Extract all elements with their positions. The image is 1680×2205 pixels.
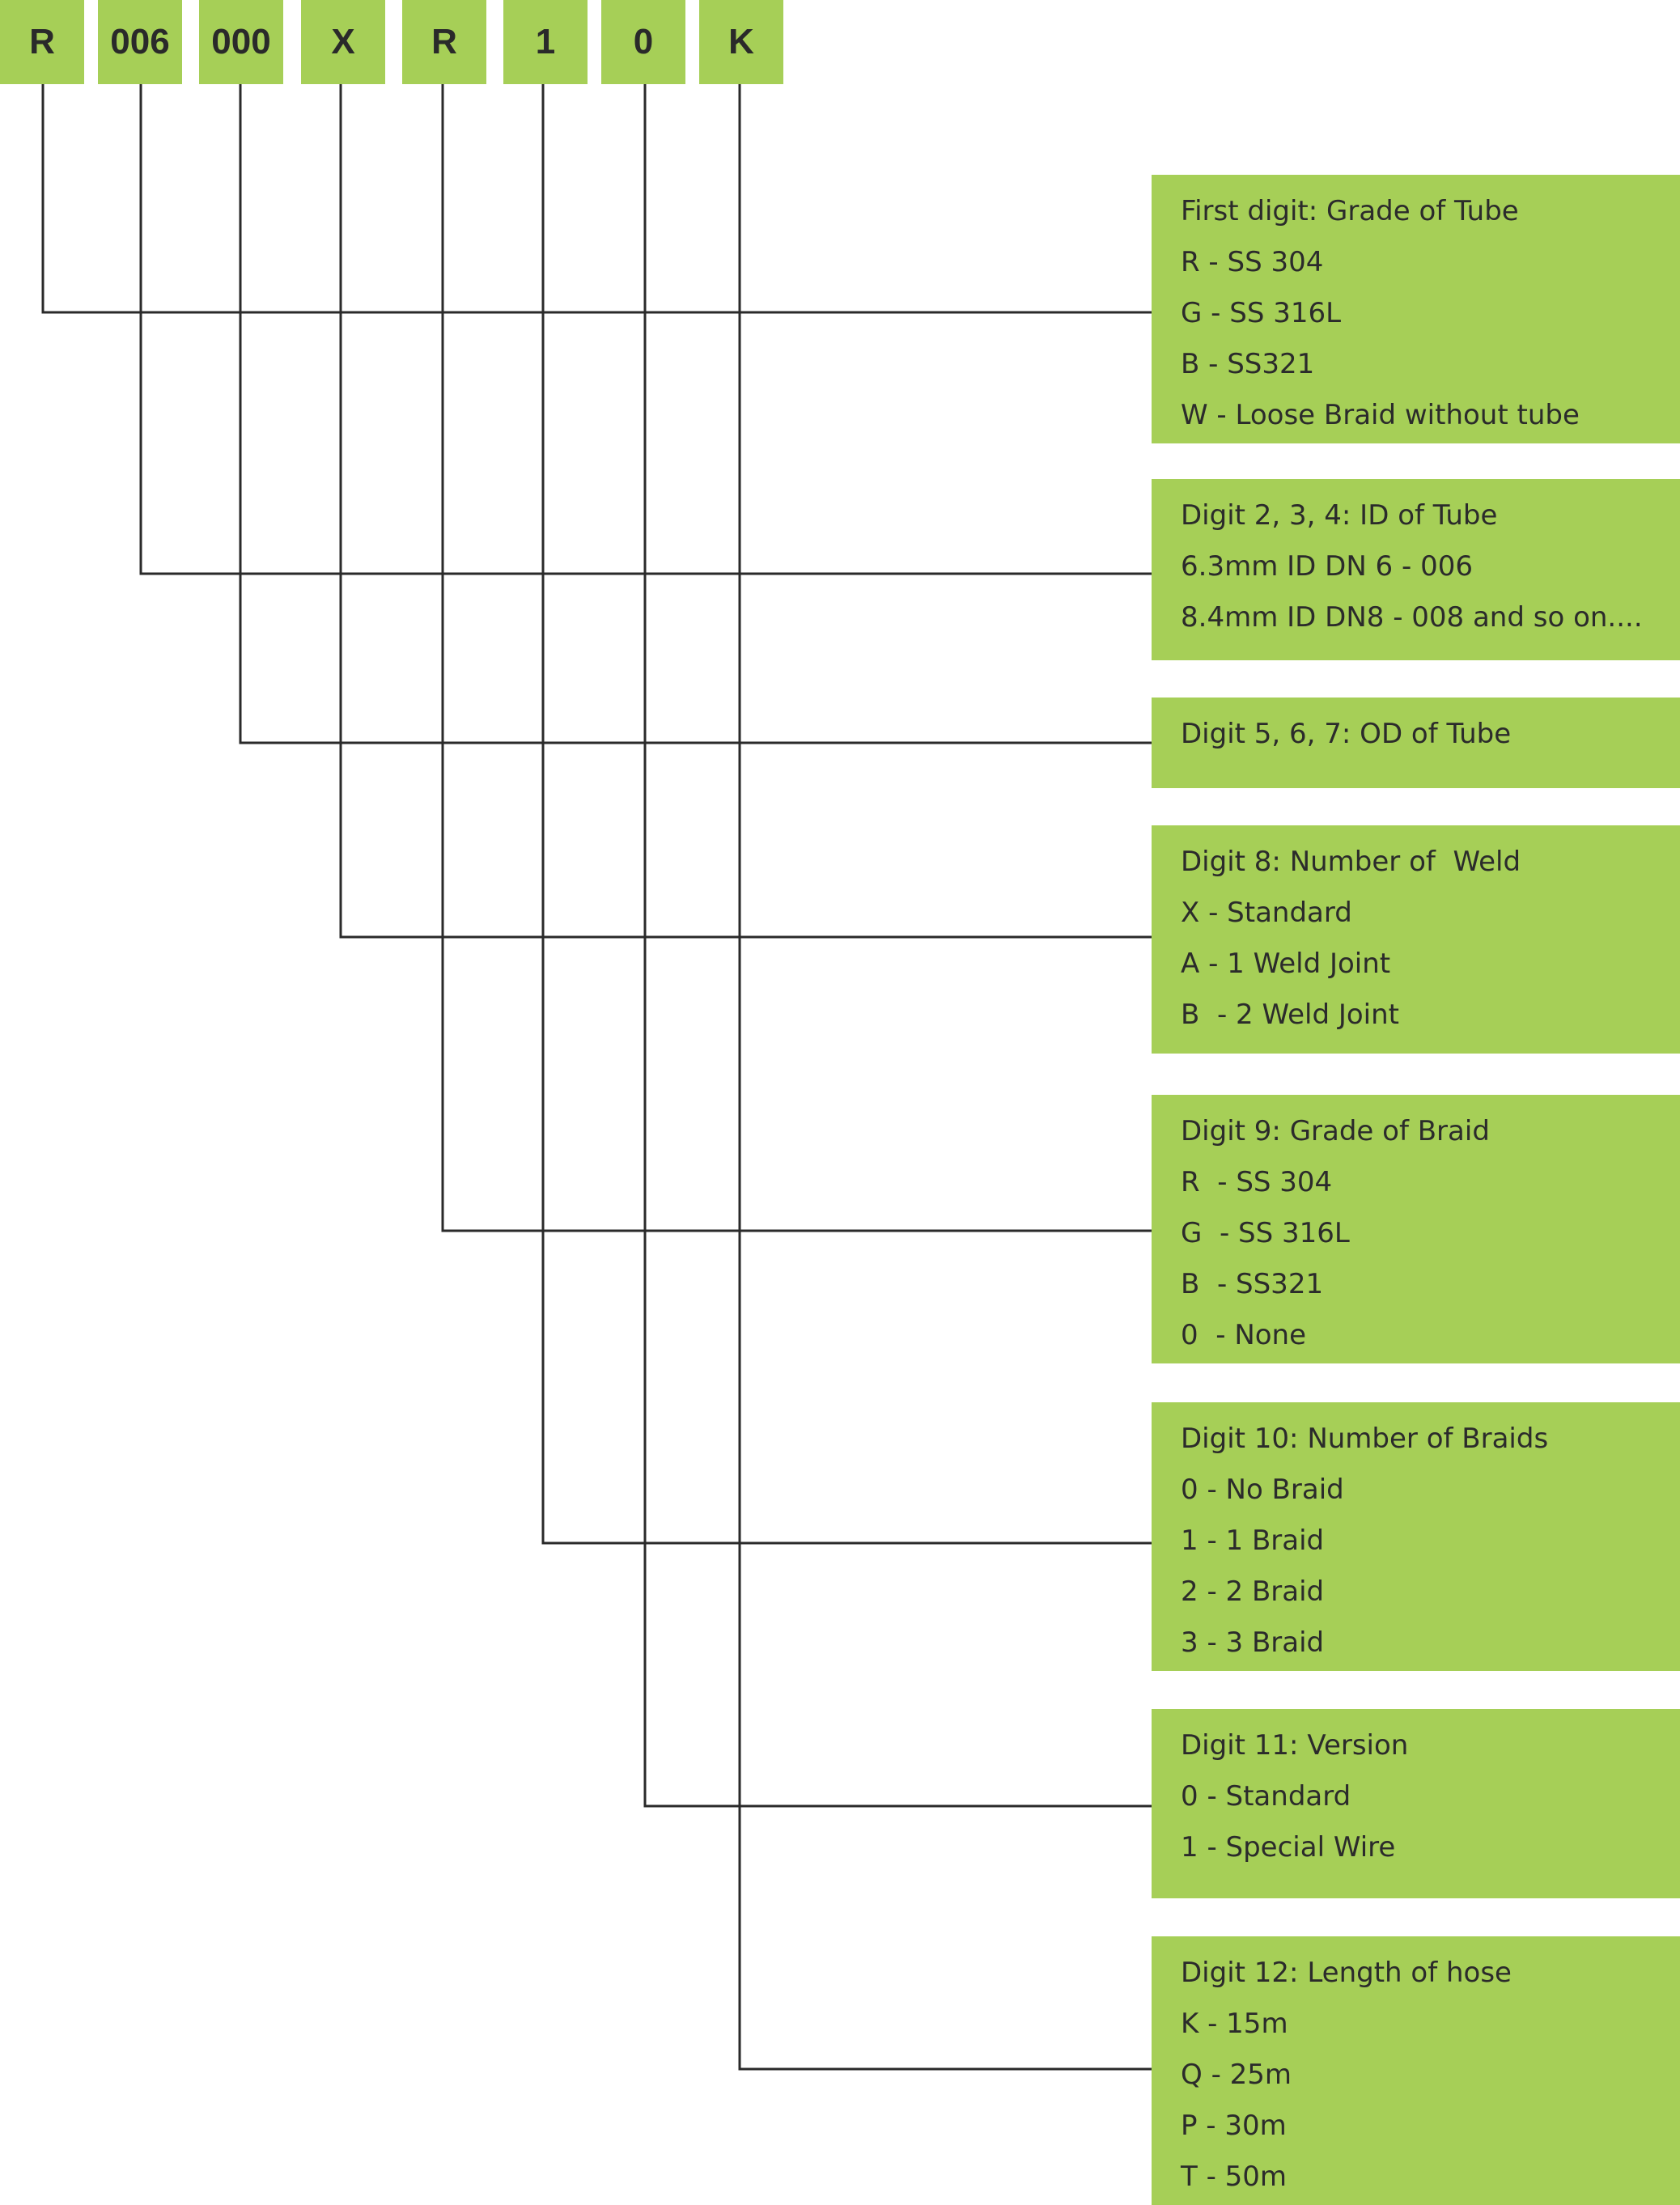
desc-box-tube-id: Digit 2, 3, 4: ID of Tube 6.3mm ID DN 6 … <box>1152 479 1680 660</box>
desc-box-version: Digit 11: Version 0 - Standard 1 - Speci… <box>1152 1709 1680 1898</box>
desc-line: 3 - 3 Braid <box>1181 1626 1325 1659</box>
desc-box-tube-grade: First digit: Grade of Tube R - SS 304 G … <box>1152 175 1680 443</box>
desc-box-braid-grade: Digit 9: Grade of Braid R - SS 304 G - S… <box>1152 1095 1680 1363</box>
desc-line: P - 30m <box>1181 2110 1287 2142</box>
code-segment-label: 000 <box>211 22 271 61</box>
desc-line: 0 - None <box>1181 1319 1307 1351</box>
desc-line: Q - 25m <box>1181 2059 1292 2091</box>
code-segment-8: K <box>699 0 783 84</box>
code-segment-2: 006 <box>98 0 182 84</box>
desc-title: Digit 11: Version <box>1181 1729 1409 1762</box>
desc-line: B - 2 Weld Joint <box>1181 999 1399 1031</box>
desc-line: 2 - 2 Braid <box>1181 1575 1325 1608</box>
code-segment-label: 006 <box>110 22 170 61</box>
desc-line: G - SS 316L <box>1181 297 1342 329</box>
desc-title: First digit: Grade of Tube <box>1181 195 1519 227</box>
code-segment-5: R <box>402 0 486 84</box>
desc-box-braid-count: Digit 10: Number of Braids 0 - No Braid … <box>1152 1402 1680 1671</box>
desc-line: 1 - 1 Braid <box>1181 1524 1325 1557</box>
desc-line: 1 - Special Wire <box>1181 1831 1396 1864</box>
code-segment-6: 1 <box>503 0 588 84</box>
code-segment-4: X <box>301 0 385 84</box>
desc-line: X - Standard <box>1181 897 1352 929</box>
code-segment-label: K <box>728 22 754 61</box>
desc-line: R - SS 304 <box>1181 246 1324 278</box>
desc-line: W - Loose Braid without tube <box>1181 399 1580 431</box>
desc-line: T - 50m <box>1181 2160 1288 2193</box>
desc-line: K - 15m <box>1181 2008 1288 2040</box>
code-segment-1: R <box>0 0 84 84</box>
desc-line: 8.4mm ID DN8 - 008 and so on.... <box>1181 601 1643 634</box>
code-segment-label: R <box>431 22 457 61</box>
desc-title: Digit 5, 6, 7: OD of Tube <box>1181 718 1512 750</box>
desc-box-hose-length: Digit 12: Length of hose K - 15m Q - 25m… <box>1152 1936 1680 2205</box>
desc-line: G - SS 316L <box>1181 1217 1350 1249</box>
desc-box-tube-od: Digit 5, 6, 7: OD of Tube <box>1152 698 1680 788</box>
desc-line: R - SS 304 <box>1181 1166 1333 1198</box>
desc-title: Digit 9: Grade of Braid <box>1181 1115 1490 1147</box>
code-segment-3: 000 <box>199 0 283 84</box>
desc-box-weld: Digit 8: Number of Weld X - Standard A -… <box>1152 825 1680 1054</box>
desc-line: 0 - Standard <box>1181 1780 1351 1813</box>
code-segment-label: R <box>29 22 55 61</box>
desc-line: A - 1 Weld Joint <box>1181 948 1391 980</box>
desc-title: Digit 10: Number of Braids <box>1181 1423 1549 1455</box>
code-segment-7: 0 <box>601 0 685 84</box>
code-segment-label: 0 <box>633 22 654 61</box>
code-segment-label: 1 <box>535 22 556 61</box>
desc-line: 0 - No Braid <box>1181 1474 1344 1506</box>
desc-line: B - SS321 <box>1181 1268 1324 1300</box>
desc-title: Digit 2, 3, 4: ID of Tube <box>1181 499 1498 532</box>
desc-line: 6.3mm ID DN 6 - 006 <box>1181 550 1473 583</box>
desc-title: Digit 8: Number of Weld <box>1181 846 1521 878</box>
desc-title: Digit 12: Length of hose <box>1181 1957 1512 1989</box>
desc-line: B - SS321 <box>1181 348 1315 380</box>
code-segment-label: X <box>331 22 355 61</box>
